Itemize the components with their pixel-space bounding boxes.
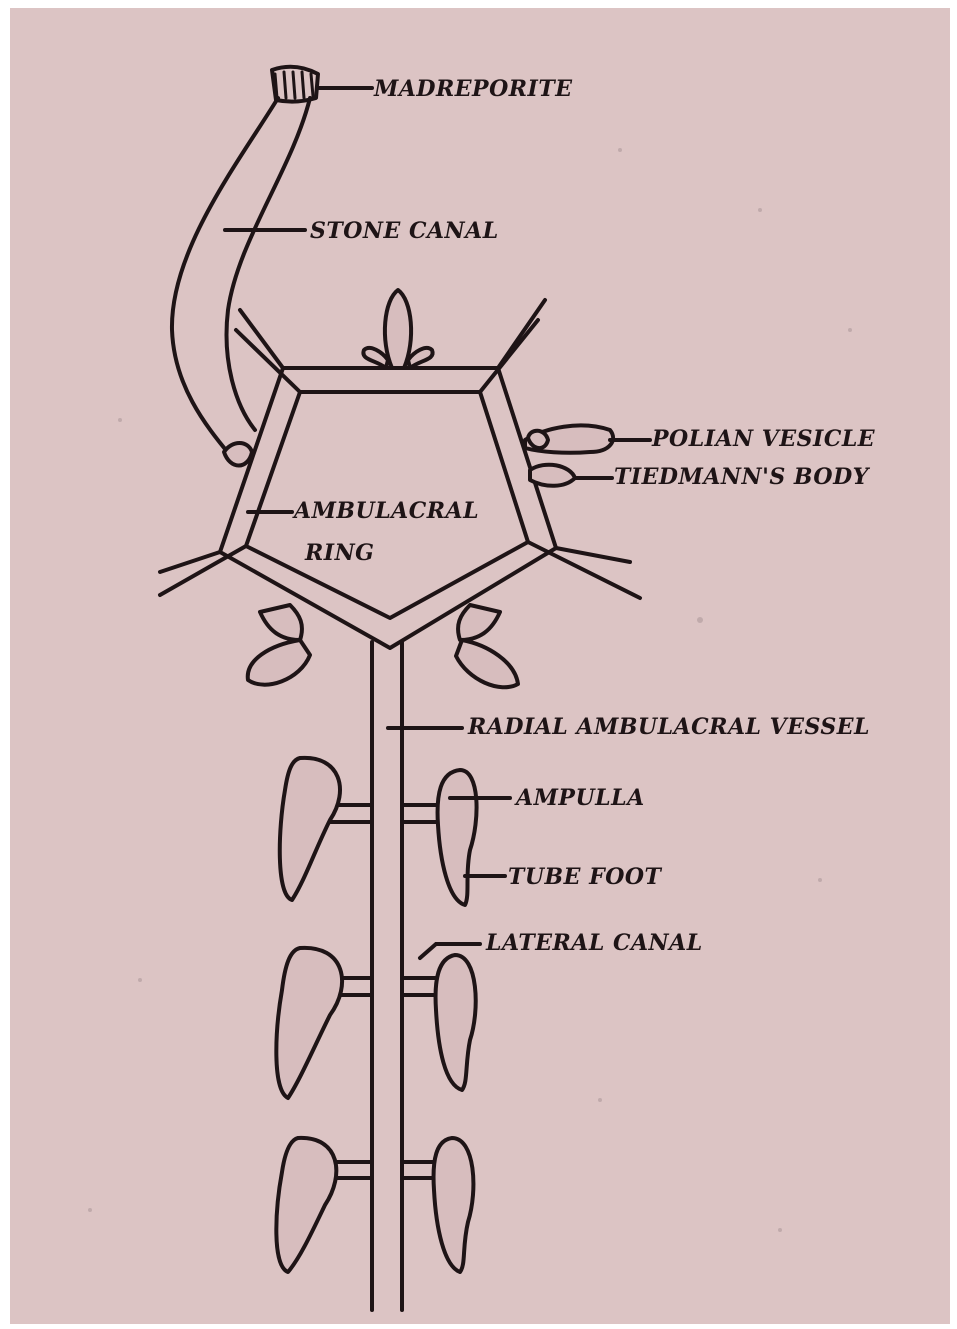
label-polian-vesicle: POLIAN VESICLE [651,426,876,452]
stone-canal [172,98,310,455]
lower-left-vesicle [248,605,310,685]
label-stone-canal: STONE CANAL [310,218,499,244]
tube-foot-pair-1 [280,758,477,905]
label-ambulacral-ring-line-2: RING [304,540,374,566]
ring-left-bulb [224,443,252,466]
tube-foot-pair-3 [276,1138,473,1272]
radial-ambulacral-vessel [372,642,402,1310]
tiedmanns-body [530,465,575,486]
labels: MADREPORITE STONE CANAL POLIAN VESICLE T… [292,76,876,956]
paper-texture [88,148,852,1232]
label-madreporite: MADREPORITE [373,76,573,102]
label-ampulla: AMPULLA [514,785,645,811]
tube-foot-pair-2 [276,948,475,1098]
label-radial-ambulacral-vessel: RADIAL AMBULACRAL VESSEL [467,714,870,740]
label-tiedmanns-body: TIEDMANN'S BODY [614,464,871,490]
label-tube-foot: TUBE FOOT [508,864,663,890]
label-ambulacral-ring-line-1: AMBULACRAL [292,498,479,524]
label-lateral-canal: LATERAL CANAL [485,930,703,956]
polian-vesicle [525,425,613,452]
lower-right-vesicle [456,605,518,687]
ring-top-vesicle [363,290,432,368]
